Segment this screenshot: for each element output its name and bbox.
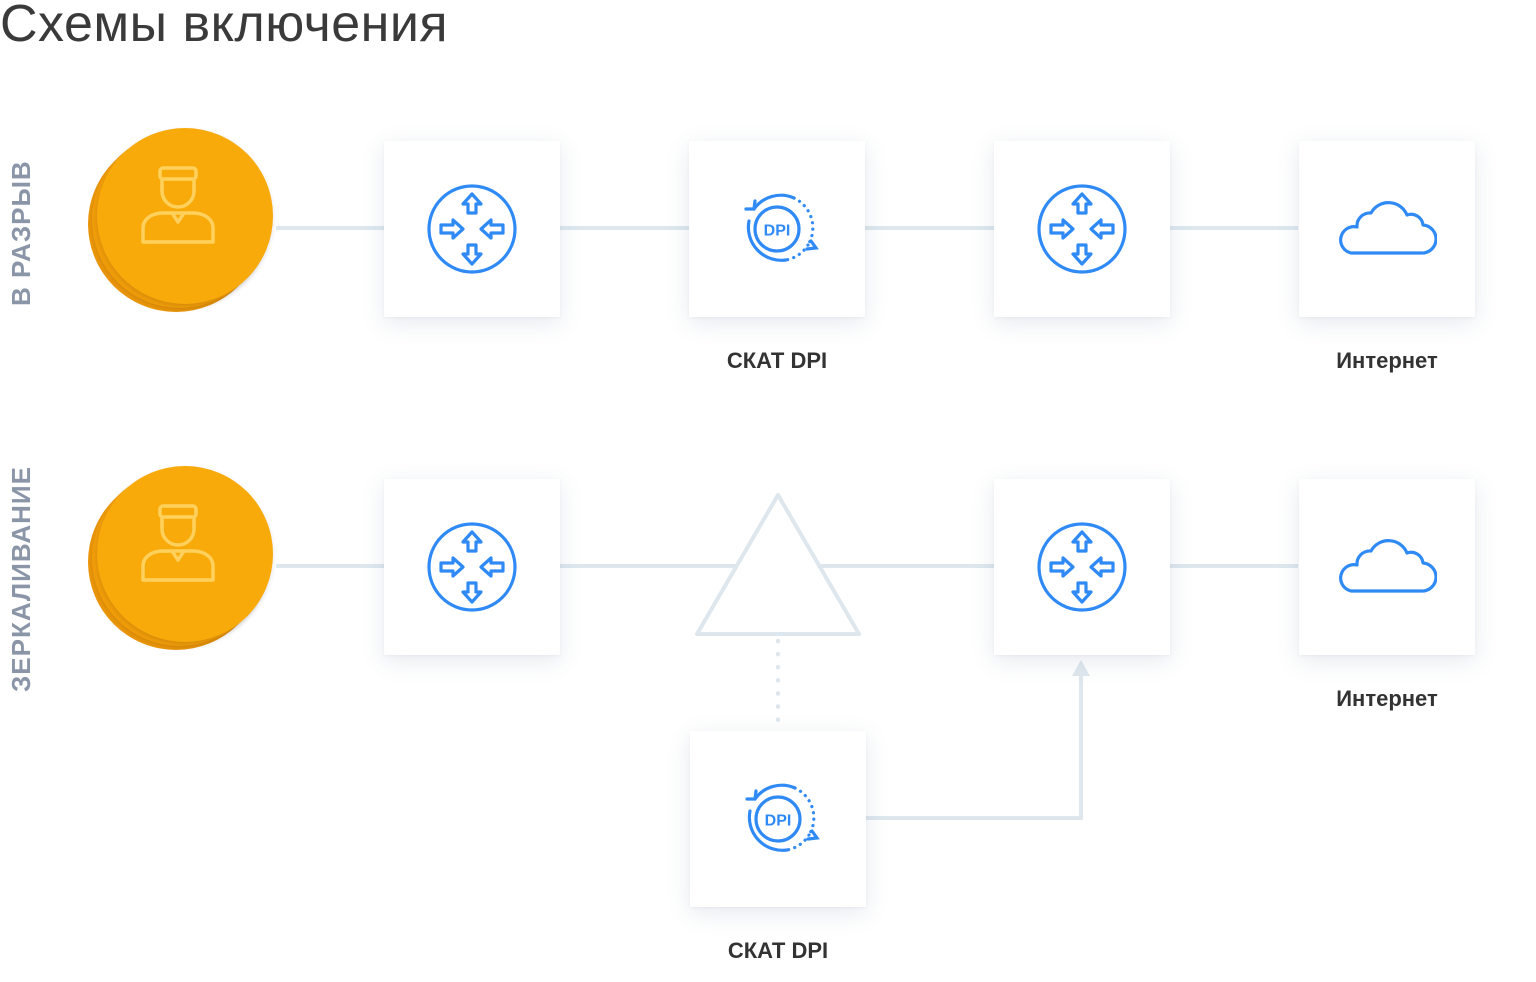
- return-connector: [866, 674, 1083, 820]
- router-card: [384, 141, 560, 317]
- user-group: [88, 128, 273, 313]
- dpi-icon: DPI: [744, 193, 819, 262]
- cloud-icon: [1339, 201, 1437, 255]
- router-icon: [1037, 522, 1127, 612]
- internet-caption: Интернет: [1336, 348, 1438, 373]
- dpi-badge-text: DPI: [764, 223, 791, 240]
- dpi-caption: СКАТ DPI: [727, 938, 829, 963]
- cloud-icon: [1339, 539, 1437, 593]
- dpi-card: DPI: [689, 141, 865, 317]
- page-title: Схемы включения: [0, 0, 449, 53]
- internet-card: [1299, 141, 1475, 317]
- dpi-caption: СКАТ DPI: [726, 348, 828, 373]
- splitter-icon: [695, 493, 861, 636]
- router-card: [994, 141, 1170, 317]
- router-card: [994, 479, 1170, 655]
- router-icon: [427, 522, 517, 612]
- user-group: [88, 466, 273, 651]
- router-icon: [427, 184, 517, 274]
- user-icon: [141, 166, 215, 244]
- dpi-card: DPI: [690, 731, 866, 907]
- router-icon: [1037, 184, 1127, 274]
- router-card: [384, 479, 560, 655]
- internet-card: [1299, 479, 1475, 655]
- dpi-icon: DPI: [745, 783, 820, 852]
- user-icon: [141, 504, 215, 582]
- internet-caption: Интернет: [1336, 686, 1438, 711]
- dpi-badge-text: DPI: [765, 813, 792, 830]
- arrow-up-icon: [1072, 660, 1090, 676]
